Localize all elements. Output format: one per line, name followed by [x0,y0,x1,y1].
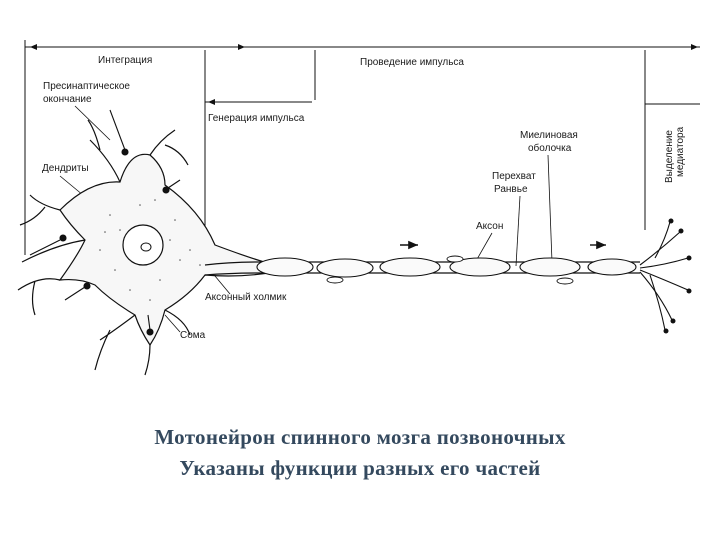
label-myelin-1: Миелиновая [520,130,578,141]
soma-body [60,154,275,345]
label-myelin-2: оболочка [528,142,572,154]
label-axon: Аксон [476,221,503,232]
label-axon-hillock: Аксонный холмик [205,292,287,303]
motor-neuron-diagram: Интеграция Проведение импульса Пресинапт… [0,0,720,400]
label-integration: Интеграция [98,55,152,66]
myelin-sheath [257,258,636,277]
caption-line-1: Мотонейрон спинного мозга позвоночных [0,425,720,450]
label-ranvier-2: Ранвье [494,184,528,195]
label-generation: Генерация импульса [208,113,305,124]
label-release-2: медиатора [675,126,686,177]
caption-line-2: Указаны функции разных его частей [0,456,720,481]
label-dendrites: Дендриты [42,163,89,174]
axon-terminals [640,222,688,330]
axon-terminal-buttons [664,219,692,334]
label-presynaptic-1: Пресинаптическое [43,81,130,92]
label-soma: Сома [180,330,206,341]
label-presynaptic-2: окончание [43,94,92,105]
label-release-1: Выделение [664,130,675,183]
nucleus [123,225,163,265]
label-ranvier-1: Перехват [492,171,536,182]
label-conduction: Проведение импульса [360,57,464,68]
label-release: Выделение медиатора [664,126,686,183]
